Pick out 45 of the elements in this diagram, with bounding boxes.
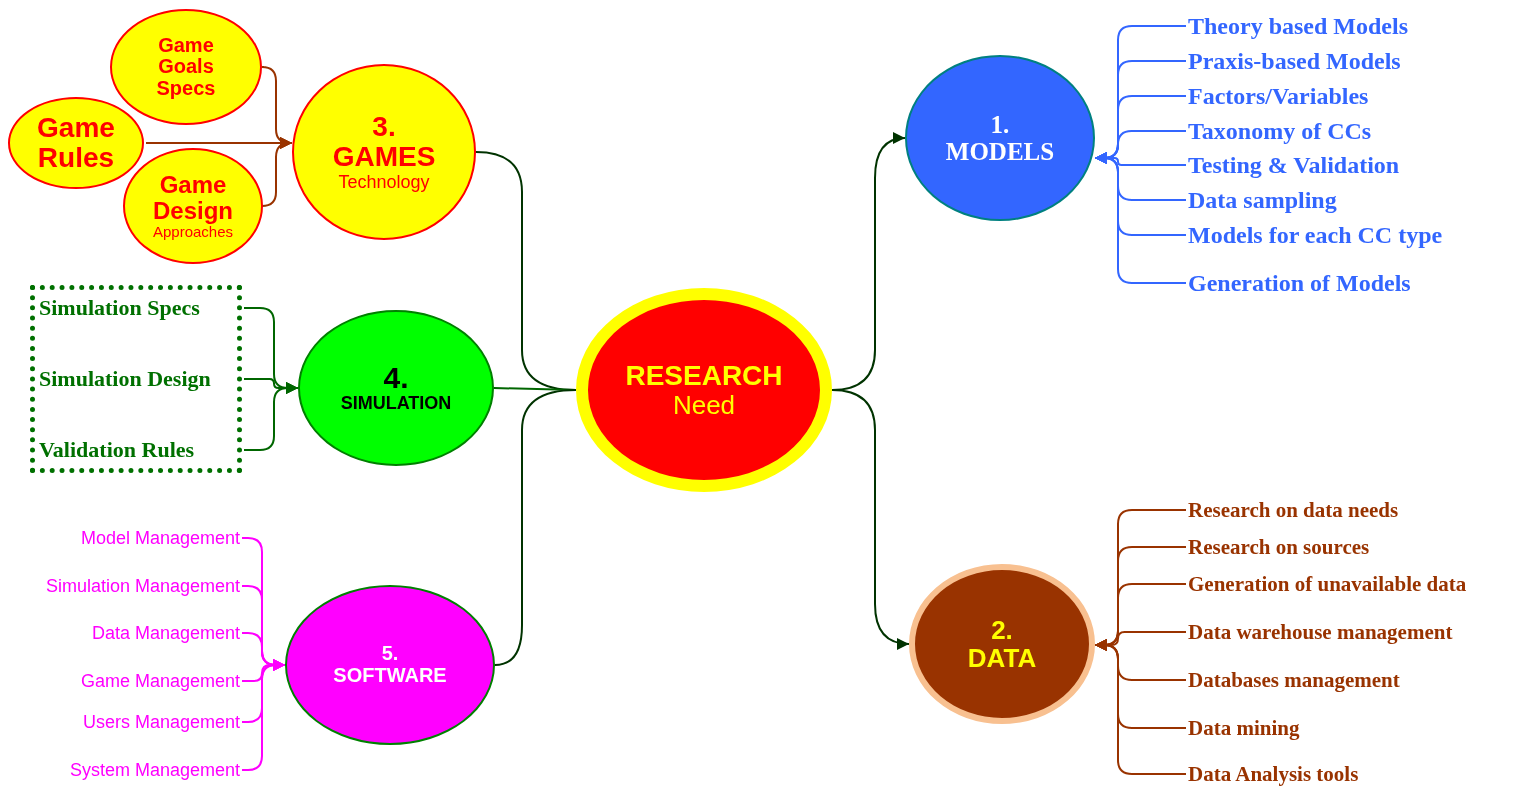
- node-label: Need: [672, 391, 736, 420]
- item-label: Generation of unavailable data: [1188, 570, 1533, 598]
- connector-line: [494, 389, 577, 666]
- item-label: Simulation Management: [8, 573, 240, 599]
- item-label: Simulation Specs: [39, 293, 239, 323]
- arrow: [261, 137, 293, 207]
- arrow: [831, 389, 910, 650]
- item-label: Data warehouse management: [1188, 618, 1533, 646]
- item-label: Databases management: [1188, 666, 1533, 694]
- node-label: 5. SOFTWARE: [333, 643, 447, 687]
- item-label: Theory based Models: [1188, 11, 1518, 41]
- item-label: Research on data needs: [1188, 496, 1533, 524]
- node-label: RESEARCH: [625, 360, 783, 392]
- item-label: Game Management: [8, 668, 240, 694]
- item-label: Testing & Validation: [1188, 150, 1518, 180]
- arrow: [1094, 639, 1187, 775]
- item-label: Models for each CC type: [1188, 220, 1518, 250]
- item-label: Research on sources: [1188, 533, 1533, 561]
- node-label: Game Design: [153, 172, 233, 224]
- node-label: Game Rules: [37, 112, 115, 174]
- item-label: Model Management: [8, 525, 240, 551]
- item-label: Data Management: [8, 620, 240, 646]
- arrow: [1094, 152, 1187, 284]
- item-label: Simulation Design: [39, 364, 239, 394]
- node-label: Technology: [338, 172, 430, 192]
- node-label: Game Goals Specs: [156, 34, 216, 100]
- item-label: System Management: [8, 757, 240, 783]
- arrow: [241, 659, 286, 771]
- item-label: Validation Rules: [39, 435, 239, 465]
- arrow: [243, 382, 299, 451]
- item-label: Data mining: [1188, 714, 1533, 742]
- node-label: 3. GAMES: [332, 112, 436, 173]
- node-label: Approaches: [152, 223, 234, 240]
- node-label: 2. DATA: [967, 615, 1037, 673]
- node-label: 4.: [383, 362, 409, 395]
- node-label: 1. MODELS: [945, 111, 1055, 165]
- item-label: Praxis-based Models: [1188, 46, 1518, 76]
- item-label: Taxonomy of CCs: [1188, 116, 1518, 146]
- item-label: Data sampling: [1188, 185, 1518, 215]
- item-label: Data Analysis tools: [1188, 760, 1533, 788]
- item-label: Factors/Variables: [1188, 81, 1518, 111]
- item-label: Generation of Models: [1188, 268, 1518, 298]
- dotted-frame: [30, 285, 242, 473]
- item-label: Users Management: [8, 709, 240, 735]
- node-label: SIMULATION: [340, 394, 452, 414]
